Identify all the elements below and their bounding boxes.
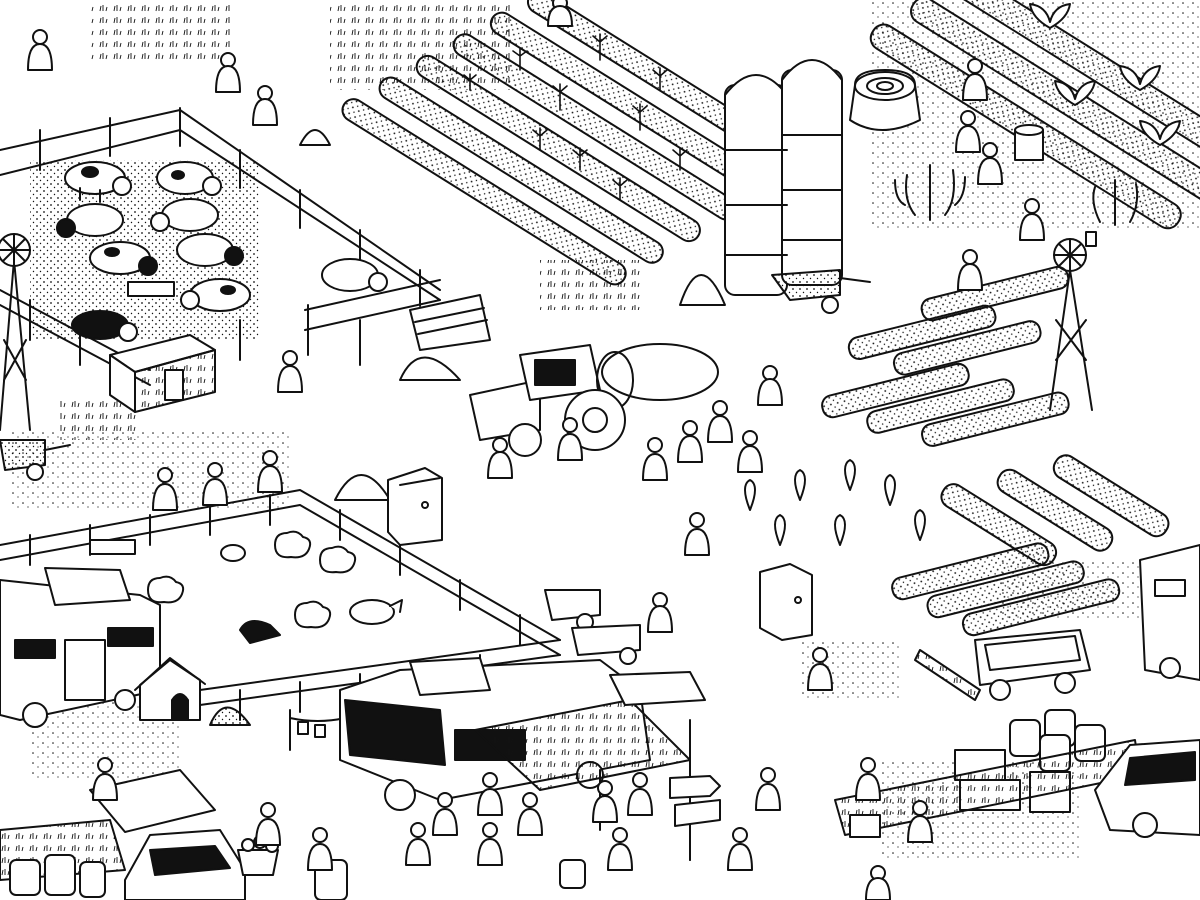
market-awning (474, 671, 706, 861)
windmill-left[interactable] (0, 233, 31, 431)
outhouse[interactable] (387, 467, 443, 546)
backpack (559, 859, 586, 889)
farmer[interactable] (807, 647, 833, 691)
crop-rows (341, 0, 813, 286)
farmer[interactable] (432, 792, 458, 836)
haystack (299, 129, 331, 146)
farmer[interactable] (257, 450, 283, 493)
tree-stump (849, 69, 921, 131)
farmer[interactable] (557, 417, 583, 461)
farmer[interactable] (647, 592, 673, 633)
signpost[interactable] (669, 769, 721, 861)
farmer[interactable] (957, 249, 983, 291)
farmer[interactable] (27, 29, 53, 71)
cow-6 (176, 233, 244, 267)
caravan-left[interactable] (0, 567, 161, 728)
market-stall (0, 769, 216, 898)
farmer[interactable] (255, 802, 281, 846)
cow-3 (56, 203, 124, 238)
farmer[interactable] (707, 400, 733, 443)
farmer[interactable] (477, 822, 503, 866)
farmer[interactable] (865, 865, 891, 900)
cow-2 (156, 161, 222, 196)
cows (56, 161, 388, 342)
pigs (220, 544, 403, 625)
haystack (679, 274, 726, 306)
farmer[interactable] (642, 437, 668, 481)
farmer[interactable] (627, 772, 653, 816)
bucket (1014, 124, 1044, 161)
farmer[interactable] (755, 767, 781, 811)
farmer[interactable] (152, 467, 178, 511)
farmer[interactable] (677, 420, 703, 463)
seedlings (744, 459, 926, 546)
cart[interactable] (544, 589, 641, 665)
cow-5 (89, 241, 158, 276)
barrel-stack (834, 709, 1141, 836)
cow-4 (150, 198, 219, 232)
farmer[interactable] (607, 827, 633, 871)
leafy-plants (1029, 3, 1181, 146)
rock (399, 356, 461, 381)
outhouse[interactable] (759, 563, 813, 641)
farmer[interactable] (592, 780, 618, 823)
farmer[interactable] (477, 772, 503, 816)
farmer[interactable] (962, 58, 988, 101)
crate (849, 814, 881, 838)
cow-1 (64, 161, 132, 203)
windmill-right[interactable] (1049, 231, 1097, 411)
farmer[interactable] (487, 437, 513, 479)
farmer[interactable] (737, 430, 763, 473)
wheelbarrow[interactable] (771, 269, 871, 314)
cow-9 (71, 310, 138, 342)
doghouse (134, 657, 206, 721)
farmer[interactable] (517, 792, 543, 836)
farmer[interactable] (977, 142, 1003, 185)
vegetable-beds (744, 265, 1170, 637)
car-right[interactable] (1094, 739, 1200, 838)
farmer[interactable] (202, 462, 228, 506)
farmer[interactable] (405, 822, 431, 866)
farmer[interactable] (215, 52, 241, 93)
farmer[interactable] (252, 85, 278, 126)
water-trough (89, 539, 136, 555)
crop-sprouts (463, 33, 688, 201)
cow-8 (321, 258, 388, 292)
grain-silos[interactable] (724, 59, 843, 296)
farmer[interactable] (547, 0, 573, 27)
shed[interactable] (109, 334, 216, 413)
hay-trailer[interactable] (914, 629, 1091, 701)
farmer[interactable] (307, 827, 333, 871)
farmer[interactable] (955, 110, 981, 153)
farmer[interactable] (757, 365, 783, 406)
farmer[interactable] (1019, 198, 1045, 241)
farmer[interactable] (855, 757, 881, 801)
farmer[interactable] (684, 512, 710, 556)
feeding-trough (127, 281, 175, 297)
cow-7 (180, 278, 251, 312)
tractor-with-tank[interactable] (469, 343, 719, 457)
farmers (27, 0, 1045, 900)
cactus (894, 164, 1139, 226)
sheep (147, 530, 357, 644)
wheelbarrow[interactable] (0, 439, 71, 481)
farmer[interactable] (907, 800, 933, 843)
farmer[interactable] (277, 350, 303, 393)
caravan-right[interactable] (1139, 544, 1200, 681)
farmer[interactable] (727, 827, 753, 871)
log-pile (409, 294, 491, 351)
farmer[interactable] (92, 757, 118, 801)
